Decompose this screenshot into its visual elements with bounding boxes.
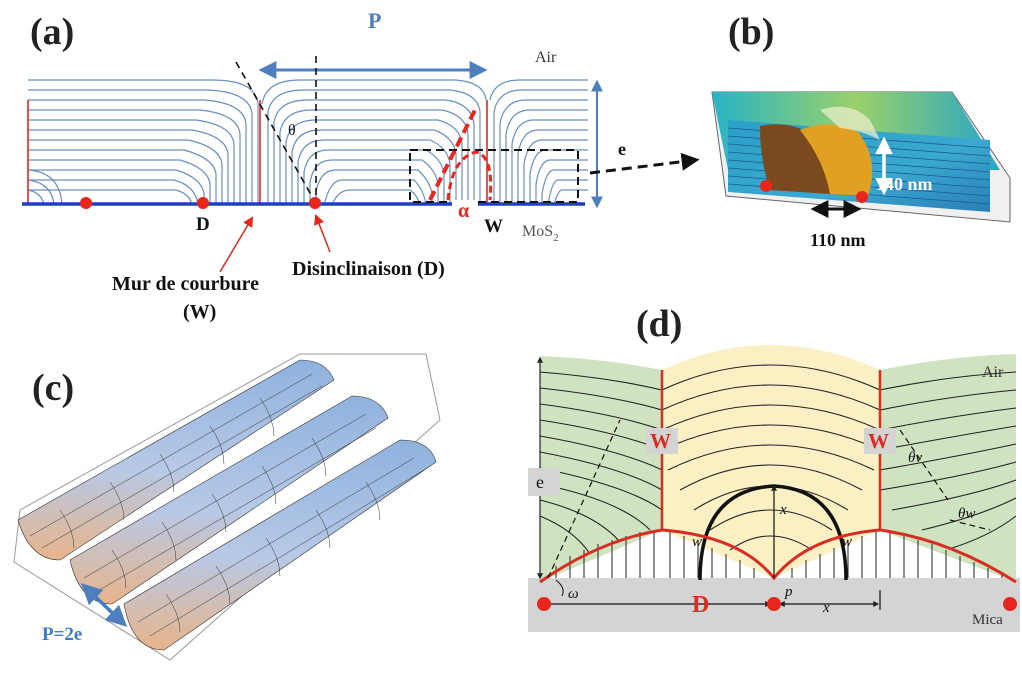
alpha-dashed-line [428,107,478,201]
defect-dot-a2 [197,197,209,209]
cylinder-2 [69,395,389,605]
panel-a-label: (a) [30,11,74,53]
wall-label-bg-right [864,428,896,454]
wall-annotation-arrow [219,216,254,273]
panel-c-label: (c) [32,367,74,409]
disclination-label: Disinclinaison (D) [292,258,445,280]
groove-wall [800,124,873,196]
w-label-a: W [484,216,503,237]
wall-label-line1: Mur de courbure [112,273,259,295]
w-label-d-left: w [692,534,702,550]
theta-label-a: θ [288,122,296,139]
alpha-label-bg [452,200,478,222]
x-label-vertical: x [779,502,787,518]
wall-label-d-left: W [650,429,671,453]
defect-dot-b1 [760,180,772,192]
theta-v-label: θv [908,450,922,466]
defect-dot-a3 [309,197,321,209]
defect-dot-d1 [537,597,551,611]
substrate-label-a: MoS2 [522,223,559,244]
wall-label-bg-left [646,428,678,454]
wall-label-line2: (W) [183,301,216,323]
defect-dot-d2 [767,597,781,611]
panel-a: (a) P Air [22,8,700,323]
green-zone-left [540,356,662,582]
defect-dot-a1 [80,197,92,209]
cylinder-3 [123,439,437,651]
air-label-d: Air [982,364,1004,381]
period-label-a: P [368,8,381,33]
green-zone-right [880,354,1016,582]
air-label-a: Air [535,49,557,66]
wall-label-d-right: W [868,429,889,453]
dashed-line-d3 [949,519,991,531]
thickness-label-a: e [618,139,626,159]
panel-b-label: (b) [728,11,774,53]
period-label-c: P=2e [42,624,82,645]
arc-layers-d [539,364,1017,555]
thickness-label-bg-d [528,468,560,496]
groove-highlight [820,106,880,140]
zoom-box [409,149,579,203]
d-label-a: D [196,214,210,235]
tilt-dashed-line [235,61,315,201]
alpha-label: α [458,200,469,222]
panel-c: (c) P=2e [13,353,441,661]
smectic-layers-a [27,79,588,206]
box-outline [13,353,441,661]
defect-dot-b2 [856,191,868,203]
omega-label: ω [568,586,579,602]
defect-dot-d3 [1003,597,1017,611]
dashed-line-d2 [899,429,949,501]
cylinder-1 [17,359,335,561]
theta-w-label: θw [958,506,975,522]
width-label-b: 110 nm [810,230,866,250]
mica-label: Mica [972,612,1003,628]
substrate-name: MoS [522,223,553,240]
cylinders [17,359,437,651]
panel-d-label: (d) [636,303,682,345]
period-arrow-c [80,583,128,627]
dashed-line-d1 [547,419,621,579]
panel-b: (b) 140 nm 110 nm [711,11,1011,250]
d-label-d: D [692,592,709,618]
cylinder-grid [29,373,425,637]
pointer-to-b [589,152,700,175]
substrate-subscript: 2 [553,232,559,244]
x-label-axis: x [822,600,830,616]
height-label-b: 140 nm [876,174,933,194]
alpha-arc [446,150,493,201]
p-label: p [784,584,793,600]
thickness-label-d: e [536,472,544,492]
panel-d: (d) [528,303,1020,632]
omega-arc [555,579,564,597]
disclination-annotation-arrow [314,214,331,253]
yellow-zone [662,345,880,578]
w-label-d-right: w [842,534,852,550]
